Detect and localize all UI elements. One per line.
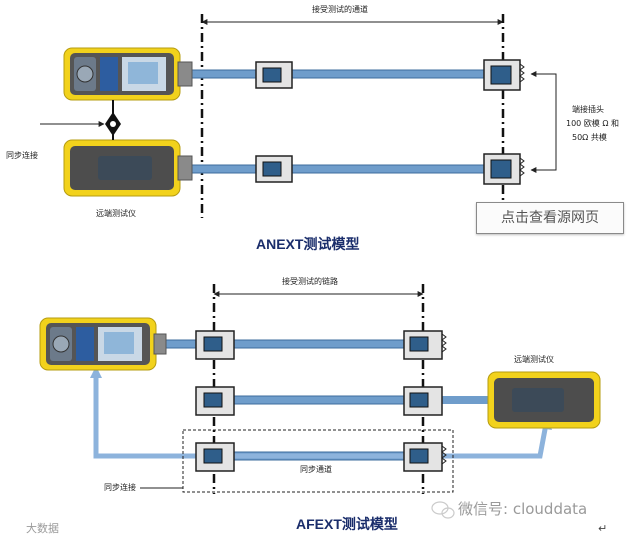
anext-bracket-label: 接受测试的通道 <box>312 5 368 14</box>
anext-remote-label: 远端测试仪 <box>96 209 136 218</box>
anext-connector-callout <box>530 71 557 173</box>
anext-connector-note-3: 50Ω 共模 <box>572 133 607 142</box>
anext-sync-connector <box>40 100 121 140</box>
watermark-wechat-id: 微信号: clouddata <box>458 500 588 518</box>
afext-connector-left-top <box>195 330 235 360</box>
afext-sync-path <box>93 374 549 459</box>
afext-connector-right-bottom <box>403 442 447 472</box>
afext-main-tester <box>39 317 167 371</box>
anext-termination-plug-bottom <box>483 153 525 185</box>
afext-title: AFEXT测试模型 <box>296 516 398 532</box>
anext-main-tester <box>63 47 193 101</box>
afext-sync-channel-label: 同步通道 <box>300 465 332 474</box>
anext-cable-bottom <box>179 164 501 174</box>
return-symbol: ↵ <box>598 522 608 535</box>
anext-connector-note-1: 端接插头 <box>572 105 604 114</box>
afext-connector-right-top <box>403 330 447 360</box>
anext-title: ANEXT测试模型 <box>256 236 360 252</box>
afext-connector-right-middle <box>403 386 443 416</box>
anext-cable-top <box>179 69 501 79</box>
afext-sync-channel-box <box>182 429 454 493</box>
afext-connector-left-bottom <box>195 442 235 472</box>
afext-sync-label: 同步连接 <box>104 483 136 492</box>
afext-remote-tester <box>487 371 601 429</box>
anext-termination-plug-top <box>483 59 525 91</box>
afext-bracket-label: 接受测试的链路 <box>282 277 338 286</box>
afext-connector-left-middle <box>195 386 235 416</box>
watermark-source: 大数据 <box>26 522 59 535</box>
afext-remote-label: 远端测试仪 <box>514 355 554 364</box>
anext-connector-note-2: 100 欧模 Ω 和 <box>566 119 620 128</box>
wechat-icon <box>431 501 455 519</box>
anext-sync-label: 同步连接 <box>6 151 38 160</box>
view-source-button[interactable]: 点击查看源网页 <box>476 202 624 234</box>
anext-connector-near-top <box>255 61 293 89</box>
anext-connector-near-bottom <box>255 155 293 183</box>
anext-remote-tester <box>63 139 193 197</box>
